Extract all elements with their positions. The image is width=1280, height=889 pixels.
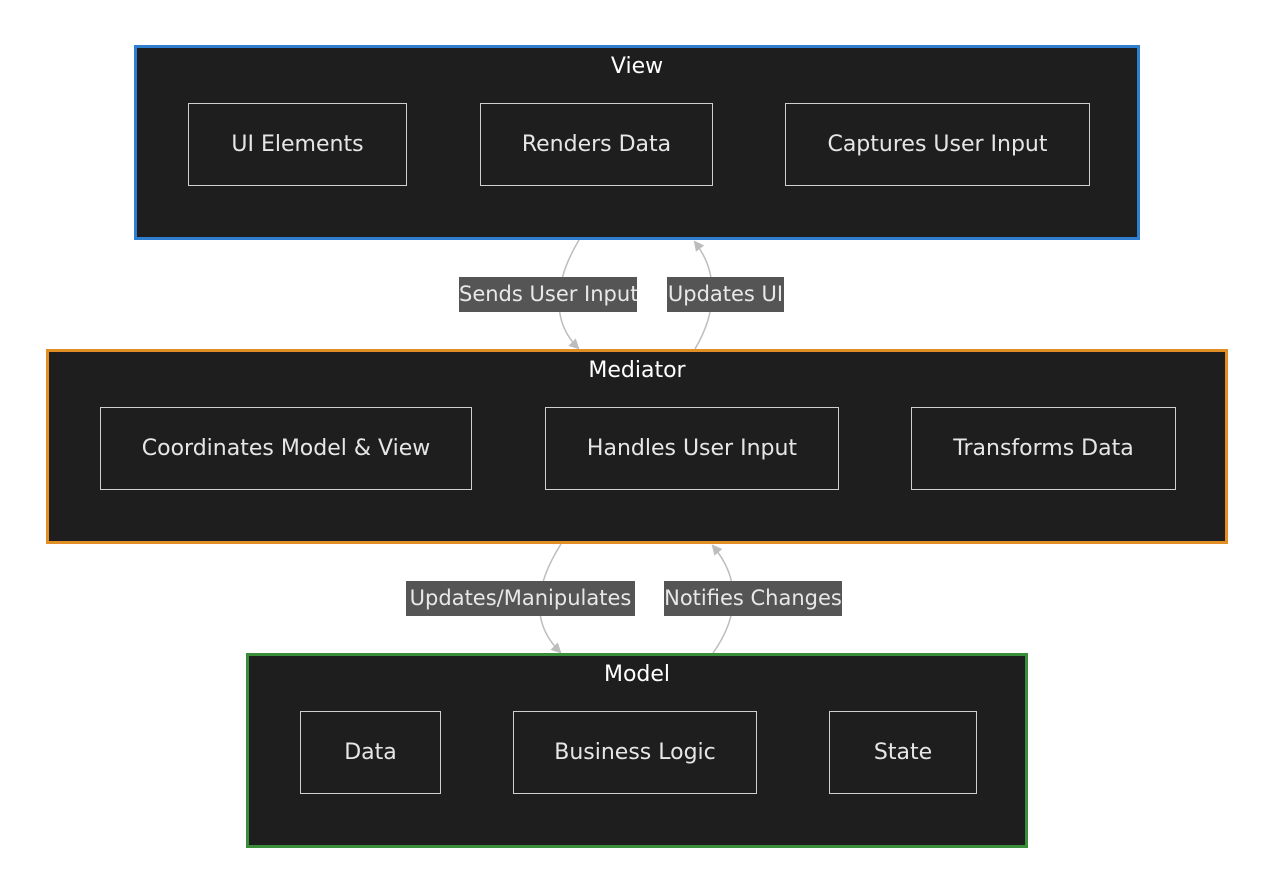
node-renders-data[interactable]: Renders Data: [480, 103, 713, 186]
node-business-logic[interactable]: Business Logic: [513, 711, 757, 794]
view-group-title: View: [610, 54, 664, 79]
edge-label-updates-manipulates: Updates/Manipulates: [406, 581, 635, 616]
mediator-group: Mediator Coordinates Model & View Handle…: [46, 349, 1228, 544]
node-captures-user-input[interactable]: Captures User Input: [785, 103, 1090, 186]
node-state[interactable]: State: [829, 711, 977, 794]
edge-label-updates-ui: Updates UI: [667, 277, 784, 312]
view-group: View UI Elements Renders Data Captures U…: [134, 45, 1140, 240]
model-group-title: Model: [603, 662, 671, 687]
mediator-group-title: Mediator: [588, 358, 686, 383]
model-group: Model Data Business Logic State: [246, 653, 1028, 848]
node-ui-elements[interactable]: UI Elements: [188, 103, 407, 186]
node-handles-user-input[interactable]: Handles User Input: [545, 407, 839, 490]
node-transforms-data[interactable]: Transforms Data: [911, 407, 1176, 490]
edge-label-notifies-changes: Notifies Changes: [664, 581, 842, 616]
node-coordinates-model-view[interactable]: Coordinates Model & View: [100, 407, 472, 490]
node-data[interactable]: Data: [300, 711, 441, 794]
edge-label-sends-user-input: Sends User Input: [459, 277, 637, 312]
